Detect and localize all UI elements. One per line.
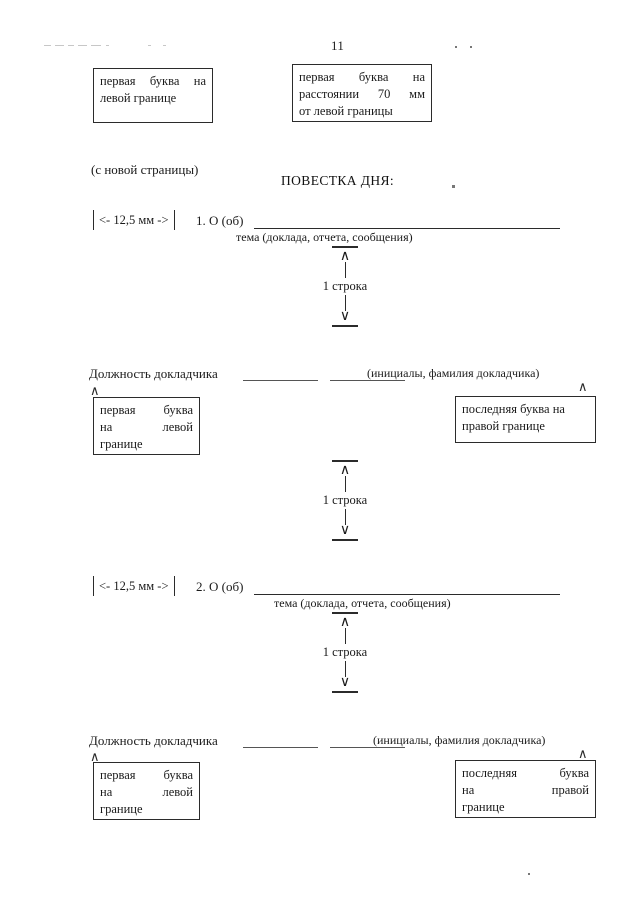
- caret-up-icon-left-2: ∧: [90, 749, 100, 764]
- caret-up-icon-right-1: ∧: [578, 379, 588, 394]
- scan-artifact-speck: [470, 46, 472, 48]
- scan-artifact-speck: [455, 46, 457, 48]
- scan-artifact-speck: [452, 185, 455, 188]
- measure-tick-left: [93, 210, 94, 230]
- speaker-fill-rule-1a: [243, 380, 318, 381]
- caret-up-icon-left-1: ∧: [90, 383, 100, 398]
- measure-label: <- 12,5 мм ->: [99, 213, 169, 227]
- measure-tick-right: [173, 210, 175, 230]
- arrow-up-icon: ∧: [339, 249, 351, 264]
- spacer-shaft-lower: [344, 509, 346, 525]
- spacer-shaft-upper: [344, 628, 346, 644]
- callout-line: на правой: [462, 783, 589, 797]
- callout-line: расстоянии 70 мм: [299, 87, 425, 101]
- new-page-note: (с новой страницы): [91, 162, 199, 177]
- topic-caption-item-2: тема (доклада, отчета, сообщения): [274, 596, 451, 610]
- agenda-heading: ПОВЕСТКА ДНЯ:: [281, 173, 395, 188]
- spacer-bar-bottom: [332, 325, 358, 327]
- spacer-bar-top: [332, 460, 358, 462]
- spacer-label: 1 строка: [322, 645, 368, 659]
- callout-line: границе: [462, 800, 505, 814]
- callout-first-letter-left-3line-1: первая буква на левой границе: [93, 397, 200, 455]
- callout-first-letter-left-margin: первая буква на левой границе: [93, 68, 213, 123]
- spacer-bar-bottom: [332, 539, 358, 541]
- callout-line: первая буква: [100, 768, 193, 782]
- callout-line: первая буква на: [299, 70, 425, 84]
- spacer-shaft-lower: [344, 295, 346, 311]
- agenda-item-number-1: 1. О (об): [196, 213, 244, 228]
- line-spacer-arrow-1: ∧ 1 строка ∨: [285, 246, 405, 327]
- spacer-shaft-upper: [344, 476, 346, 492]
- callout-line: последняя буква: [462, 766, 589, 780]
- page-number: 11: [331, 38, 345, 53]
- caret-up-icon-right-2: ∧: [578, 746, 588, 761]
- spacer-bar-top: [332, 246, 358, 248]
- line-spacer-arrow-3: ∧ 1 строка ∨: [285, 612, 405, 693]
- measure-label: <- 12,5 мм ->: [99, 579, 169, 593]
- speaker-fill-rule-2a: [243, 747, 318, 748]
- callout-line: левой границе: [100, 91, 177, 105]
- arrow-up-icon: ∧: [339, 463, 351, 478]
- callout-line: границе: [100, 802, 143, 816]
- measure-tick-right: [173, 576, 175, 596]
- arrow-up-icon: ∧: [339, 615, 351, 630]
- topic-caption-item-1: тема (доклада, отчета, сообщения): [236, 230, 413, 244]
- topic-fill-rule-item-1: [254, 228, 560, 229]
- spacer-shaft-upper: [344, 262, 346, 278]
- spacer-bar-top: [332, 612, 358, 614]
- scan-artifact-speck: [528, 873, 530, 875]
- arrow-down-icon: ∨: [339, 309, 351, 324]
- speaker-name-caption-1: (инициалы, фамилия докладчика): [367, 366, 540, 380]
- arrow-down-icon: ∨: [339, 523, 351, 538]
- spacer-label: 1 строка: [322, 279, 368, 293]
- speaker-fill-rule-1b: [330, 380, 405, 381]
- speaker-role-label-1: Должность докладчика: [89, 366, 218, 381]
- callout-line: последняя буква на: [462, 402, 565, 416]
- callout-line: первая буква на: [100, 74, 206, 88]
- spacer-bar-bottom: [332, 691, 358, 693]
- speaker-name-caption-2: (инициалы, фамилия докладчика): [373, 733, 546, 747]
- measure-bracket-12-5mm-item-1: <- 12,5 мм ->: [93, 210, 175, 230]
- speaker-role-label-2: Должность докладчика: [89, 733, 218, 748]
- callout-line: границе: [100, 437, 143, 451]
- measure-tick-left: [93, 576, 94, 596]
- callout-line: правой границе: [462, 419, 545, 433]
- spacer-label: 1 строка: [322, 493, 368, 507]
- callout-last-letter-right-3line-2: последняя буква на правой границе: [455, 760, 596, 818]
- callout-last-letter-right-2line-1: последняя буква на правой границе: [455, 396, 596, 443]
- callout-line: от левой границы: [299, 104, 393, 118]
- arrow-down-icon: ∨: [339, 675, 351, 690]
- callout-first-letter-70mm: первая буква на расстоянии 70 мм от лево…: [292, 64, 432, 122]
- spacer-shaft-lower: [344, 661, 346, 677]
- line-spacer-arrow-2: ∧ 1 строка ∨: [285, 460, 405, 541]
- scan-artifact-dotted-line: [44, 45, 244, 47]
- callout-line: на левой: [100, 785, 193, 799]
- topic-fill-rule-item-2: [254, 594, 560, 595]
- callout-line: на левой: [100, 420, 193, 434]
- measure-bracket-12-5mm-item-2: <- 12,5 мм ->: [93, 576, 175, 596]
- agenda-item-number-2: 2. О (об): [196, 579, 244, 594]
- callout-first-letter-left-3line-2: первая буква на левой границе: [93, 762, 200, 820]
- speaker-fill-rule-2b: [330, 747, 405, 748]
- callout-line: первая буква: [100, 403, 193, 417]
